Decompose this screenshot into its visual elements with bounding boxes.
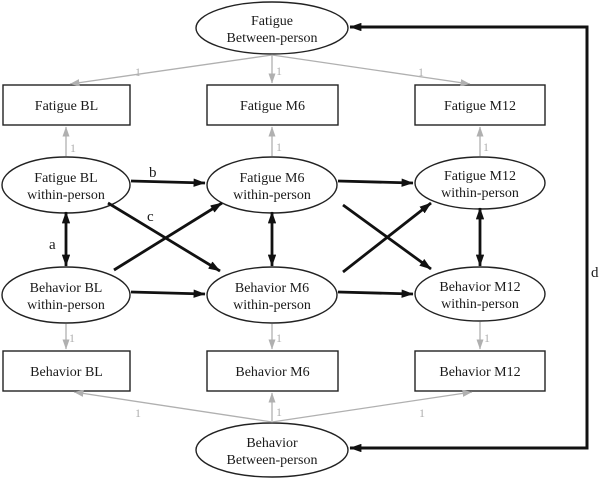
edge-loading-fatigue-between-to-fatigue-m12 bbox=[271, 54, 471, 87]
edge-label-1-5: 1 bbox=[276, 64, 282, 78]
edge-crosslag-behavior-bl-to-fatigue-m6 bbox=[113, 201, 223, 272]
edge-autoregressive-behavior-bl-to-m6 bbox=[130, 289, 206, 298]
edge-label-a-0: a bbox=[49, 237, 56, 253]
edge-loading-fatigue-between-to-fatigue-bl bbox=[69, 54, 273, 87]
behavior-m12-observed-label: Behavior M12 bbox=[439, 365, 520, 380]
edge-label-1-9: 1 bbox=[483, 140, 489, 154]
behavior-m6-observed-label: Behavior M6 bbox=[235, 365, 309, 380]
edge-label-1-14: 1 bbox=[276, 405, 282, 419]
edge-loading-behavior-between-to-behavior-m12 bbox=[271, 389, 473, 423]
node-behavior-m12-observed: Behavior M12 bbox=[414, 350, 546, 392]
edge-label-1-12: 1 bbox=[484, 331, 490, 345]
fatigue-bl-observed-rect bbox=[2, 84, 131, 126]
edge-label-1-11: 1 bbox=[276, 331, 282, 345]
behavior-bl-observed-rect bbox=[2, 350, 131, 392]
fatigue-m12-observed-label: Fatigue M12 bbox=[444, 99, 516, 114]
edge-label-d-3: d bbox=[591, 265, 599, 281]
edge-label-1-7: 1 bbox=[70, 141, 76, 155]
edge-label-1-8: 1 bbox=[276, 140, 282, 154]
edges-layer bbox=[61, 22, 589, 453]
behavior-m6-observed-rect bbox=[206, 350, 339, 392]
edge-covariance-between-person bbox=[349, 22, 589, 453]
edge-loading-behavior-between-to-behavior-bl bbox=[73, 389, 273, 423]
fatigue-m6-observed-label: Fatigue M6 bbox=[240, 99, 305, 114]
behavior-bl-within-person-ellipse bbox=[1, 266, 131, 324]
behavior-m12-within-person-ellipse bbox=[414, 266, 546, 322]
edge-label-b-1: b bbox=[149, 165, 157, 181]
fatigue-bl-observed-label: Fatigue BL bbox=[35, 99, 98, 114]
behavior-between-person-ellipse bbox=[195, 422, 349, 478]
edge-labels-layer: a b c d 1 1 1 1 1 1 1 1 1 1 1 1 bbox=[49, 64, 599, 420]
behavior-bl-observed-label: Behavior BL bbox=[30, 365, 103, 380]
node-fatigue-m6-observed: Fatigue M6 bbox=[206, 84, 339, 126]
edge-crosslag-fatigue-bl-to-behavior-m6 bbox=[107, 201, 221, 273]
edge-label-1-15: 1 bbox=[419, 406, 425, 420]
behavior-m12-observed-rect bbox=[414, 350, 546, 392]
edge-autoregressive-fatigue-m6-to-m12 bbox=[337, 178, 414, 187]
edge-autoregressive-fatigue-bl-to-m6 bbox=[130, 178, 206, 187]
node-fatigue-bl-observed: Fatigue BL bbox=[2, 84, 131, 126]
fatigue-m6-observed-rect bbox=[206, 84, 339, 126]
edge-label-1-6: 1 bbox=[418, 65, 424, 79]
edge-label-c-2: c bbox=[147, 209, 154, 225]
edge-autoregressive-behavior-m6-to-m12 bbox=[337, 289, 414, 298]
behavior-m6-within-person-ellipse bbox=[206, 266, 338, 324]
node-behavior-m6-observed: Behavior M6 bbox=[206, 350, 339, 392]
fatigue-between-person-ellipse bbox=[195, 1, 349, 55]
edge-label-1-13: 1 bbox=[135, 406, 141, 420]
edge-label-1-10: 1 bbox=[69, 331, 75, 345]
node-behavior-bl-observed: Behavior BL bbox=[2, 350, 131, 392]
fatigue-m12-observed-rect bbox=[414, 84, 546, 126]
edge-label-1-4: 1 bbox=[135, 65, 141, 79]
node-fatigue-m12-observed: Fatigue M12 bbox=[414, 84, 546, 126]
